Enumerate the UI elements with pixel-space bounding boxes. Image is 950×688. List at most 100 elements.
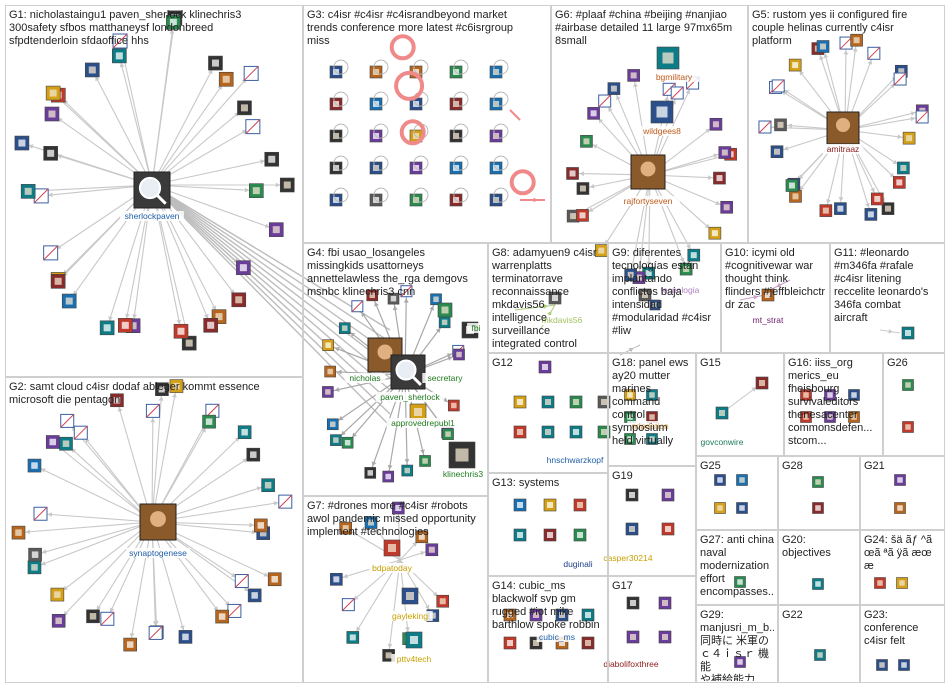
node-avatar-icon[interactable] (43, 146, 58, 161)
node-avatar-icon[interactable] (812, 502, 824, 514)
node-avatar-icon[interactable] (513, 498, 527, 512)
node-avatar-icon[interactable] (234, 574, 249, 589)
node-avatar-icon[interactable] (881, 202, 895, 215)
node-label-synaptogenese[interactable]: synaptogenese (129, 548, 187, 558)
node-avatar-icon[interactable] (513, 528, 527, 542)
node-label-diabolifoxthree[interactable]: diabolifoxthree (603, 659, 659, 669)
node-avatar-icon[interactable] (448, 441, 476, 469)
node-avatar-icon[interactable] (145, 403, 160, 418)
node-avatar-icon[interactable] (236, 260, 251, 275)
node-avatar-icon[interactable] (99, 320, 115, 336)
node-avatar-icon[interactable] (897, 161, 910, 175)
node-label-pttv4tech[interactable]: pttv4tech (397, 654, 432, 664)
node-avatar-icon[interactable] (169, 379, 184, 393)
node-avatar-icon[interactable] (714, 502, 726, 514)
node-avatar-icon[interactable] (436, 594, 450, 608)
node-avatar-icon[interactable] (11, 525, 26, 540)
node-avatar-icon[interactable] (400, 285, 413, 298)
node-avatar-icon[interactable] (720, 200, 733, 214)
magnifier-icon[interactable] (133, 171, 171, 209)
node-avatar-icon[interactable] (51, 614, 66, 628)
node-avatar-icon[interactable] (661, 522, 675, 536)
node-avatar-icon[interactable] (351, 300, 364, 313)
node-avatar-icon[interactable] (166, 14, 181, 30)
node-avatar-icon[interactable] (326, 418, 339, 431)
node-avatar-icon[interactable] (503, 608, 517, 622)
node-avatar-icon[interactable] (341, 598, 355, 612)
node-avatar-icon[interactable] (387, 292, 400, 305)
node-avatar-icon[interactable] (625, 488, 639, 502)
node-avatar-icon[interactable] (894, 502, 906, 514)
node-avatar-icon[interactable] (824, 411, 836, 423)
node-avatar-icon[interactable] (715, 406, 729, 420)
node-avatar-icon[interactable] (543, 498, 557, 512)
node-avatar-icon[interactable] (364, 467, 377, 479)
node-label-mt-strat[interactable]: mt_strat (753, 315, 784, 325)
node-avatar-icon[interactable] (237, 425, 252, 440)
node-avatar-icon[interactable] (43, 245, 59, 261)
node-avatar-icon[interactable] (279, 177, 295, 193)
node-avatar-icon[interactable] (110, 393, 124, 408)
node-avatar-icon[interactable] (649, 299, 661, 311)
node-avatar-icon[interactable] (513, 395, 527, 409)
node-avatar-icon[interactable] (548, 291, 562, 305)
node-avatar-icon[interactable] (576, 182, 590, 195)
node-avatar-icon[interactable] (874, 577, 886, 589)
node-avatar-icon[interactable] (401, 587, 419, 605)
node-avatar-icon[interactable] (812, 578, 824, 590)
node-avatar-icon[interactable] (267, 572, 282, 587)
node-avatar-icon[interactable] (181, 335, 197, 351)
node-avatar-icon[interactable] (339, 521, 352, 535)
node-avatar-icon[interactable] (848, 389, 860, 401)
node-label-gayleking[interactable]: gayleking (392, 611, 428, 621)
node-avatar-icon[interactable] (642, 266, 656, 280)
node-avatar-icon[interactable] (915, 110, 929, 124)
node-avatar-icon[interactable] (867, 46, 881, 60)
node-avatar-icon[interactable] (755, 376, 769, 390)
node-label-duginali[interactable]: duginali (563, 559, 592, 569)
node-avatar-icon[interactable] (419, 455, 431, 467)
node-avatar-icon[interactable] (800, 411, 812, 423)
node-avatar-icon[interactable] (453, 348, 465, 361)
node-avatar-icon[interactable] (734, 656, 746, 668)
node-avatar-icon[interactable] (231, 292, 247, 308)
node-avatar-icon[interactable] (513, 425, 527, 439)
node-avatar-icon[interactable] (425, 543, 439, 557)
node-avatar-icon[interactable] (734, 576, 746, 588)
node-avatar-icon[interactable] (178, 630, 193, 644)
node-avatar-icon[interactable] (27, 560, 42, 575)
node-avatar-icon[interactable] (736, 502, 748, 514)
node-avatar-icon[interactable] (208, 55, 223, 71)
node-avatar-icon[interactable] (391, 501, 405, 515)
node-label-mkdavis56[interactable]: mkdavis56 (542, 315, 583, 325)
node-label-tecnologia[interactable]: tecnologia (661, 285, 700, 295)
node-avatar-icon[interactable] (123, 637, 137, 652)
node-avatar-icon[interactable] (658, 630, 672, 644)
node-avatar-icon[interactable] (383, 539, 401, 557)
node-label-govconwire[interactable]: govconwire (701, 437, 744, 447)
node-avatar-icon[interactable] (237, 100, 252, 116)
node-avatar-icon[interactable] (661, 488, 675, 502)
node-avatar-icon[interactable] (246, 447, 261, 462)
node-avatar-icon[interactable] (245, 119, 261, 135)
node-avatar-icon[interactable] (529, 608, 543, 622)
node-avatar-icon[interactable] (626, 630, 640, 644)
node-avatar-icon[interactable] (573, 528, 587, 542)
magnifier-icon[interactable] (390, 354, 426, 390)
node-avatar-icon[interactable] (268, 222, 284, 237)
node-avatar-icon[interactable] (894, 474, 906, 486)
node-avatar-icon[interactable] (278, 494, 293, 509)
node-avatar-icon[interactable] (785, 179, 799, 192)
node-avatar-icon[interactable] (646, 389, 658, 401)
node-avatar-icon[interactable] (902, 131, 916, 145)
node-avatar-icon[interactable] (679, 262, 693, 276)
node-avatar-icon[interactable] (50, 587, 65, 602)
node-avatar-icon[interactable] (73, 425, 88, 440)
node-avatar-icon[interactable] (44, 106, 60, 122)
node-avatar-icon[interactable] (834, 202, 847, 215)
node-avatar-icon[interactable] (322, 339, 334, 351)
node-label-sherlockpaven[interactable]: sherlockpaven (125, 211, 180, 221)
node-avatar-icon[interactable] (761, 288, 775, 302)
node-avatar-icon[interactable] (771, 79, 785, 93)
node-avatar-icon[interactable] (569, 395, 583, 409)
